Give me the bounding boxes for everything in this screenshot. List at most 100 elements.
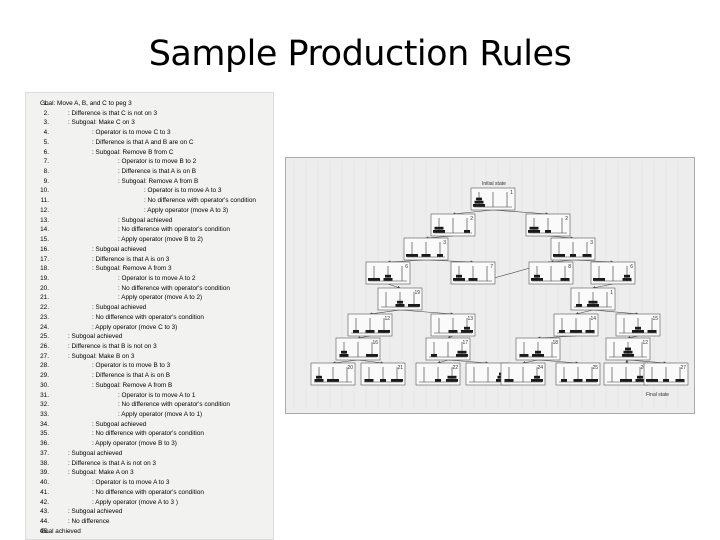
rule-text: : Difference is that A is on B: [92, 372, 171, 380]
rule-number: 34.: [40, 420, 49, 428]
disk: [561, 379, 567, 382]
rule-number: 44.: [40, 517, 49, 525]
disk: [534, 375, 540, 379]
disk: [366, 354, 378, 357]
rule-number: 9.: [43, 177, 49, 185]
disk: [406, 254, 418, 257]
final-state-label: Final state: [646, 392, 669, 398]
state-number: 20: [347, 365, 353, 371]
transition-arrow: [357, 335, 371, 340]
state-number: 14: [590, 316, 596, 322]
rule-number: 29.: [40, 372, 49, 380]
rule-number: 5.: [43, 138, 49, 146]
state-number: 26: [640, 365, 646, 371]
state-number: 21: [397, 365, 403, 371]
state-box: 20: [310, 362, 356, 386]
disk: [675, 379, 685, 382]
transition-arrow: [592, 283, 614, 290]
rule-number: 30.: [40, 381, 49, 389]
disk: [327, 379, 339, 382]
rule-text: : Operator is to move B to 3: [92, 362, 171, 370]
state-number: 1: [510, 190, 513, 196]
disk: [437, 254, 443, 257]
rule-number: 12.: [40, 206, 49, 214]
state-number: 6: [630, 264, 633, 270]
rule-number: 3.: [43, 119, 49, 127]
disk: [456, 354, 468, 357]
rule-number: 32.: [40, 401, 49, 409]
rule-number: 20.: [40, 284, 49, 292]
rule-number: 23.: [40, 313, 49, 321]
rule-text: : Subgoal: Remove A from 3: [92, 265, 172, 273]
disk: [576, 304, 582, 307]
transition-arrow: [575, 309, 594, 315]
transition-arrow: [437, 359, 449, 364]
state-box: 1: [570, 287, 616, 311]
disk: [534, 274, 540, 278]
disk: [519, 354, 529, 357]
disk: [464, 326, 470, 330]
rule-number: 14.: [40, 226, 49, 234]
state-box: 1: [470, 187, 516, 211]
disk: [395, 304, 405, 307]
state-number: 12: [384, 316, 390, 322]
transition-arrow: [369, 309, 401, 316]
rule-number: 28.: [40, 362, 49, 370]
rule-text: : Subgoal achieved: [68, 449, 123, 457]
disk: [529, 226, 539, 230]
transition-arrow: [537, 335, 577, 340]
rule-text: : Subgoal: Remove A from B: [92, 381, 173, 389]
state-number: 3: [443, 240, 446, 246]
rule-number: 25.: [40, 333, 49, 341]
rule-text: : Apply operator (move C to 3): [92, 323, 178, 331]
disk: [433, 230, 445, 233]
transition-arrow: [572, 259, 614, 264]
transition-arrow: [425, 259, 474, 264]
state-box: 12: [605, 337, 651, 361]
disk: [504, 379, 514, 382]
disk: [368, 278, 380, 281]
disk: [316, 375, 322, 379]
state-box: 26: [603, 362, 649, 386]
transition-arrow: [547, 235, 574, 240]
rule-number: 42.: [40, 498, 49, 506]
rule-text: : No difference with operator's conditio…: [118, 401, 230, 409]
disk: [365, 330, 375, 333]
disk: [391, 379, 403, 382]
disk: [461, 330, 473, 333]
rule-text: : Apply operator (move A to 1): [118, 411, 203, 419]
rule-text: : Subgoal achieved: [92, 420, 147, 428]
rule-number: 22.: [40, 304, 49, 312]
rule-number: 35.: [40, 430, 49, 438]
disk: [573, 379, 583, 382]
transition-arrow: [447, 359, 489, 365]
state-box: 3: [550, 237, 596, 261]
disk: [473, 204, 485, 207]
state-number: 7: [490, 264, 493, 270]
state-space-diagram: 1223367861911213141516171812202122232425…: [293, 162, 689, 409]
rule-number: 13.: [40, 216, 49, 224]
disk: [632, 330, 644, 333]
transition-arrow: [357, 359, 384, 365]
rule-number: 40.: [40, 479, 49, 487]
transition-arrow: [332, 359, 359, 365]
rule-text: : Operator is to move A to 3: [144, 187, 222, 195]
disk: [380, 379, 386, 382]
disk: [447, 375, 457, 379]
transition-arrow: [522, 359, 539, 365]
state-number: 12: [642, 340, 648, 346]
rule-text: : Difference is that A is not on 3: [68, 459, 156, 467]
state-number: 13: [467, 316, 473, 322]
rule-text: : Subgoal achieved: [68, 508, 123, 516]
state-number: 17: [462, 340, 468, 346]
transition-arrow: [627, 335, 639, 340]
rule-text: : Apply operator (move B to 3): [92, 440, 177, 448]
state-number: 22: [452, 365, 458, 371]
state-number: 25: [592, 365, 598, 371]
rule-text: : No difference with operator's conditio…: [92, 313, 204, 321]
state-box: 8: [528, 261, 574, 285]
disk: [585, 330, 595, 333]
state-number: 8: [568, 264, 571, 270]
rule-text: : Subgoal: Make B on 3: [68, 352, 135, 360]
rule-number: 19.: [40, 274, 49, 282]
